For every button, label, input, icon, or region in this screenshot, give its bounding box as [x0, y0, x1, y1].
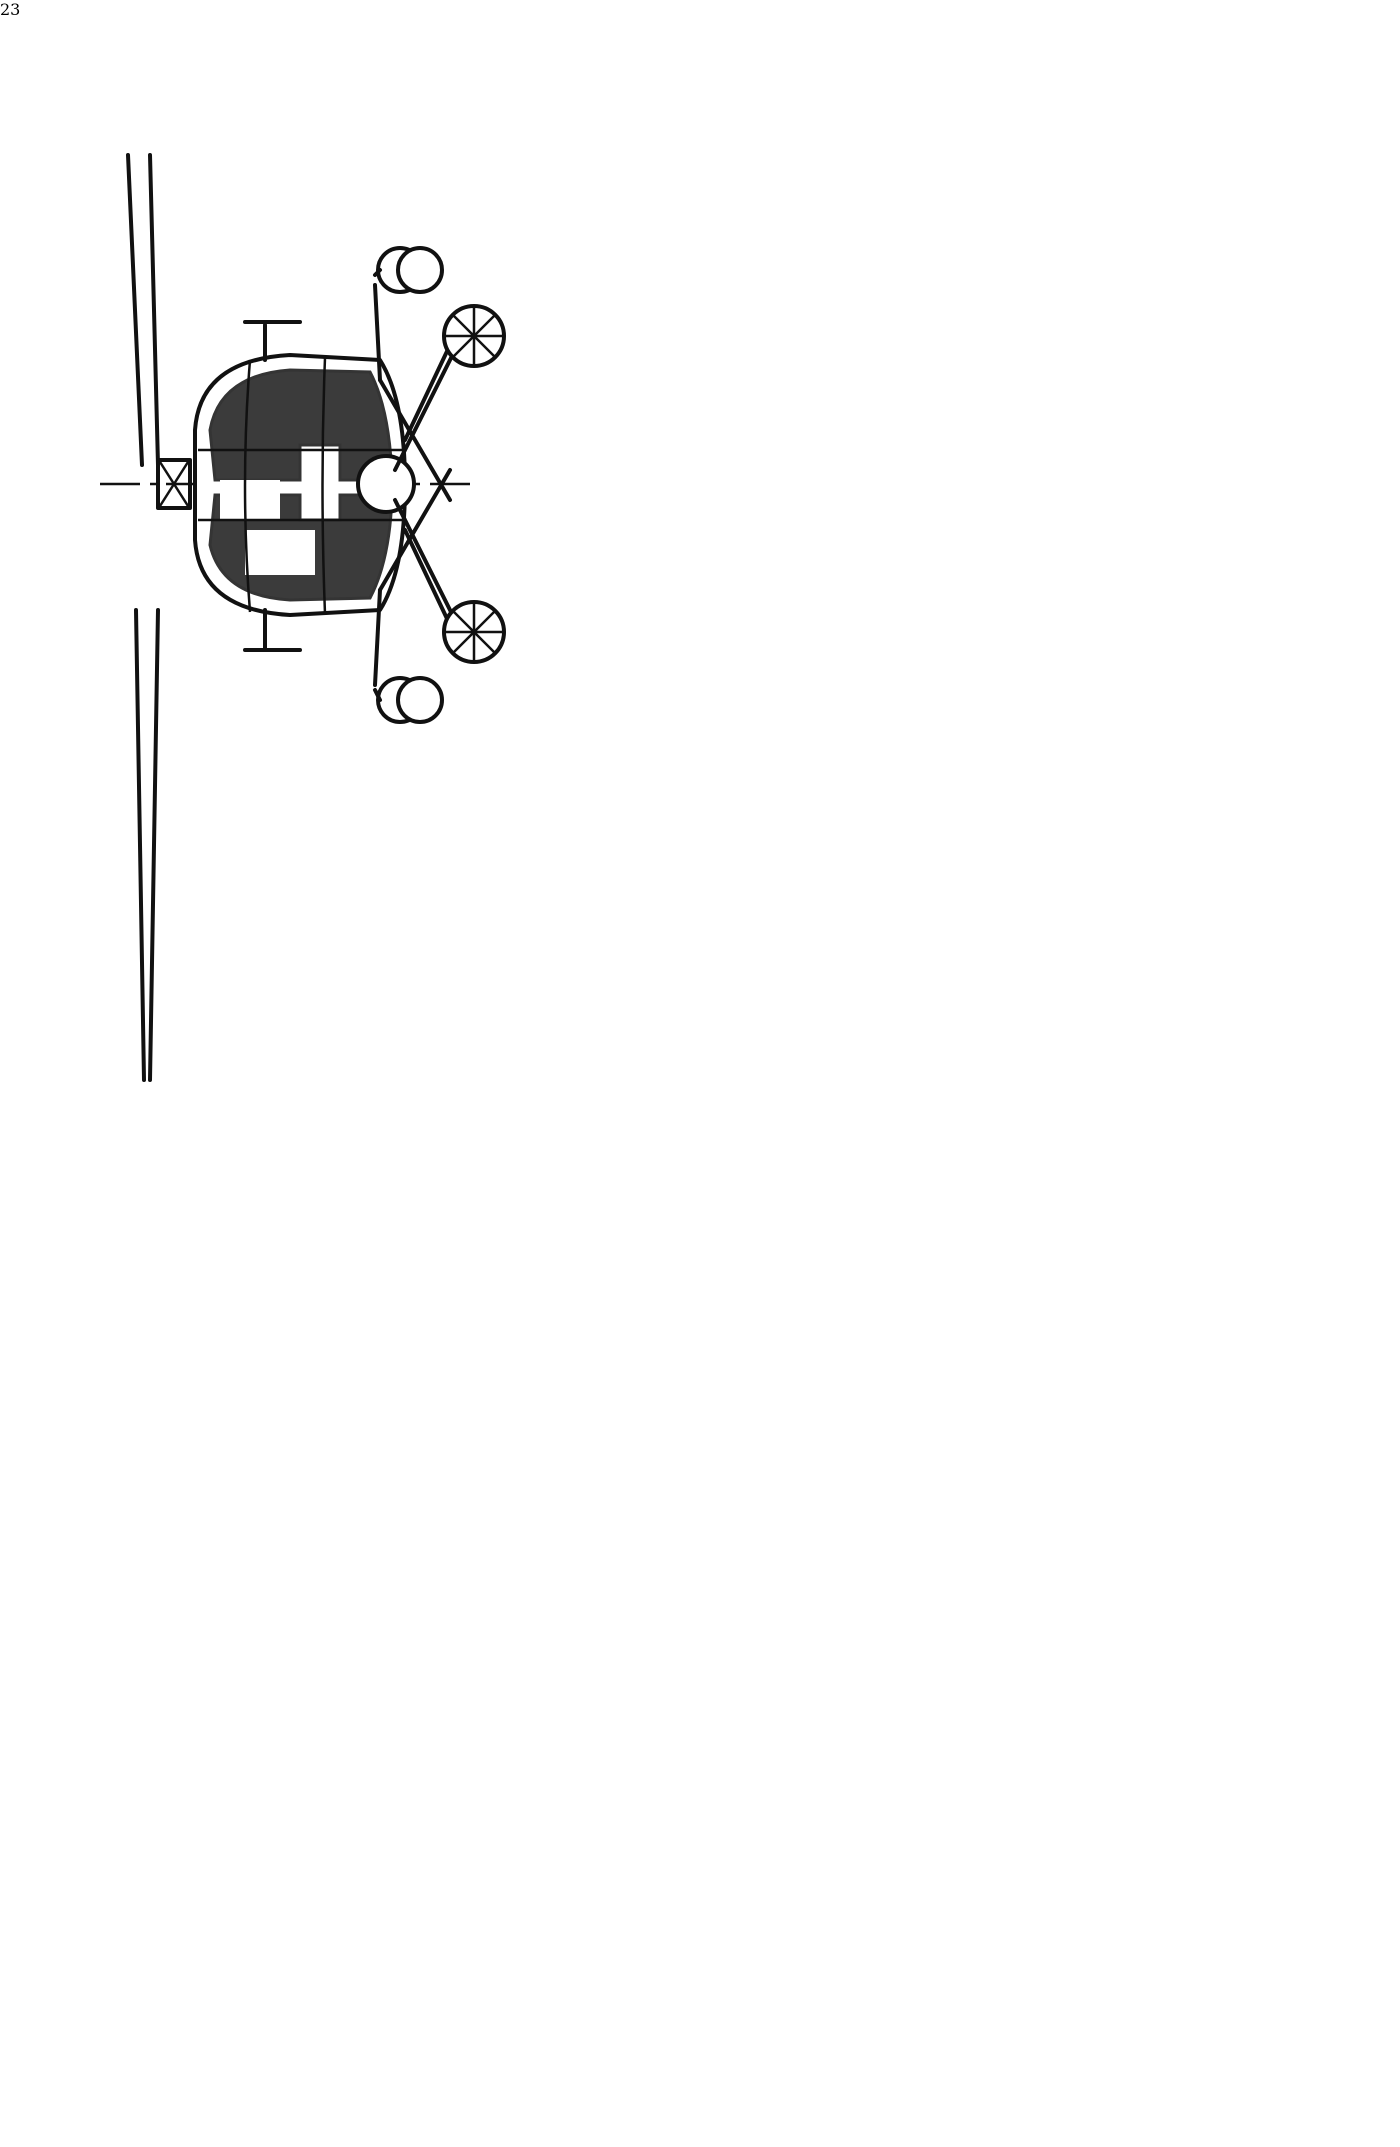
front-main-rotor-blade	[126, 153, 160, 1082]
front-float	[373, 246, 444, 724]
front-view	[100, 153, 506, 1082]
front-wheel	[442, 304, 506, 664]
front-cabin	[193, 353, 416, 617]
page-number: 23	[0, 0, 21, 19]
front-stabilizer	[243, 320, 302, 652]
